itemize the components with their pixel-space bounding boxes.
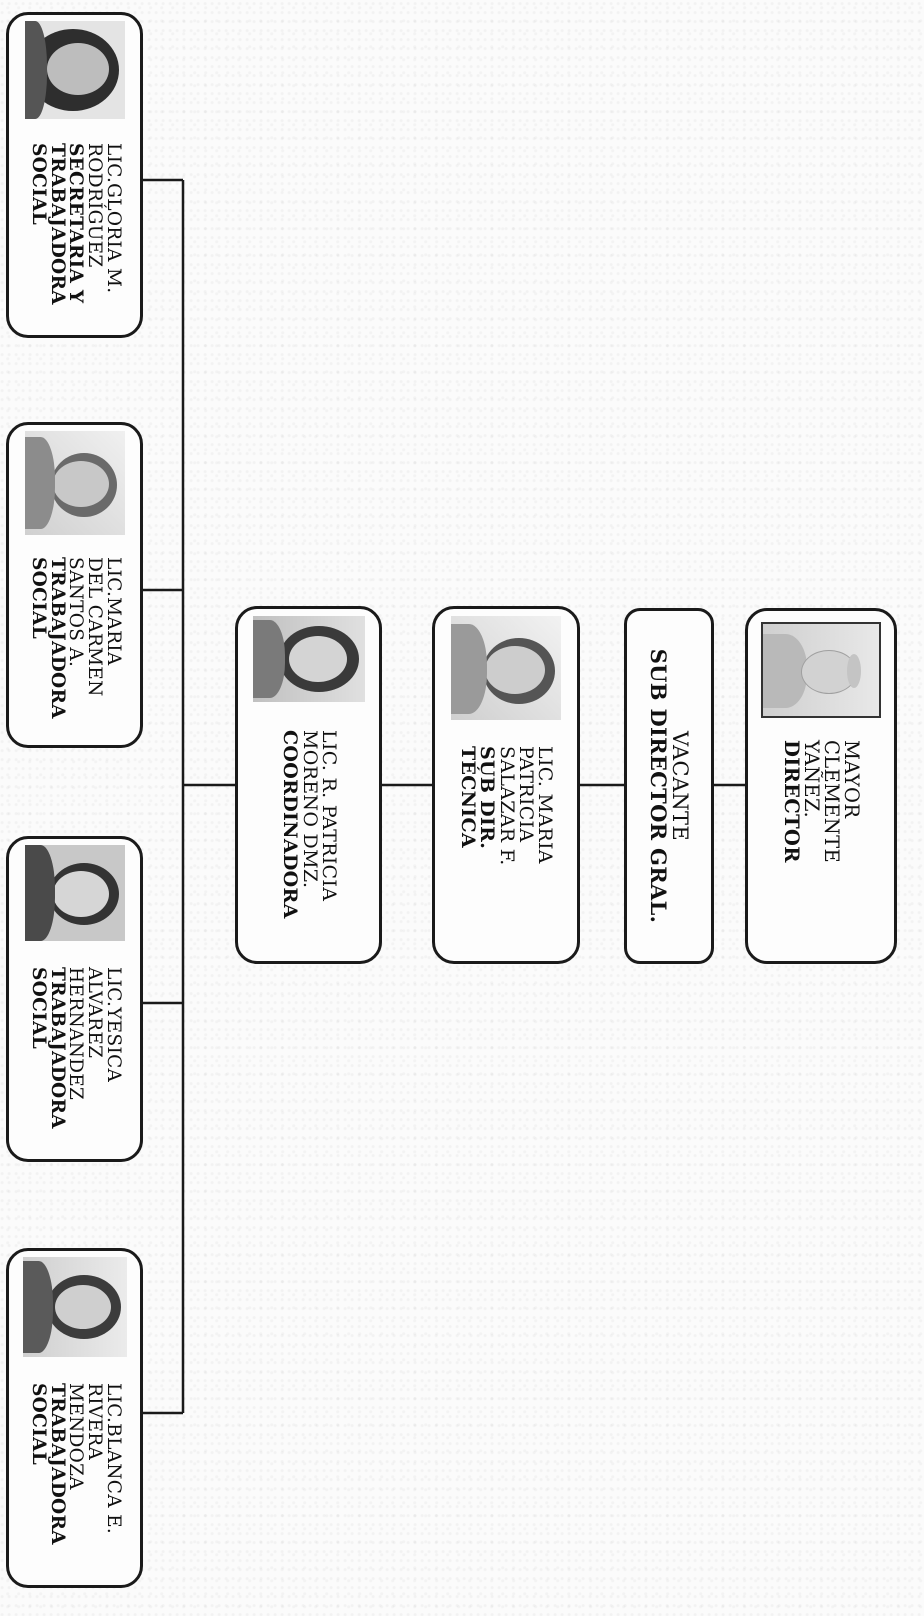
staff-card-maria-del-carmen: LIC.MARIA DEL CARMEN SANTOS A. TRABAJADO… [6, 422, 143, 748]
maria-del-carmen-title-1: TRABAJADORA [46, 557, 68, 719]
maria-del-carmen-line-1: LIC.MARIA [102, 557, 124, 666]
sub-director-gral-text: VACANTE SUB DIRECTOR GRAL. [646, 618, 693, 954]
gloria-line-1: LIC.GLORIA M. [102, 143, 124, 294]
blanca-title-2: SOCIAL [27, 1383, 49, 1466]
director-card: MAYOR CLEMENTE YAÑEZ. DIRECTOR [745, 608, 897, 964]
sub-director-gral-title: SUB DIRECTOR GRAL. [646, 648, 671, 924]
maria-del-carmen-line-3: SANTOS A. [64, 557, 86, 668]
director-photo [761, 622, 881, 718]
director-text: MAYOR CLEMENTE YAÑEZ. DIRECTOR [780, 732, 863, 954]
sub-director-gral-card: VACANTE SUB DIRECTOR GRAL. [624, 608, 714, 964]
sub-dir-tecnica-line-2: PATRICIA [515, 746, 538, 843]
yesica-title-1: TRABAJADORA [46, 967, 68, 1129]
staff-card-yesica: LIC.YESICA ALVAREZ HERNANDEZ TRABAJADORA… [6, 836, 143, 1162]
gloria-photo [24, 21, 125, 119]
yesica-title-2: SOCIAL [27, 967, 49, 1050]
sub-dir-tecnica-title-2: TÉCNICA [456, 746, 479, 848]
blanca-line-1: LIC.BLANCA E. [102, 1383, 124, 1535]
maria-del-carmen-line-2: DEL CARMEN [83, 557, 105, 697]
sub-dir-tecnica-line-3: SALAZAR F. [495, 746, 518, 866]
gloria-title-1: SECRETARIA Y [64, 143, 86, 304]
sub-dir-tecnica-card: LIC. MARIA PATRICIA SALAZAR F. SUB DIR. … [432, 606, 580, 964]
gloria-line-2: RODRÍGUEZ [83, 143, 105, 268]
yesica-photo [24, 845, 125, 941]
yesica-line-1: LIC.YESICA [102, 967, 124, 1083]
coordinadora-line-1: LIC. R. PATRICIA [317, 730, 340, 902]
blanca-line-3: MENDOZA [64, 1383, 86, 1490]
director-line-3: YAÑEZ. [800, 740, 823, 818]
sub-dir-tecnica-title-1: SUB DIR. [476, 746, 499, 850]
yesica-text: LIC.YESICA ALVAREZ HERNANDEZ TRABAJADORA… [27, 955, 124, 1153]
gloria-title-3: SOCIAL [27, 143, 49, 226]
blanca-photo [22, 1257, 127, 1357]
blanca-line-2: RIVERA [83, 1383, 105, 1461]
sub-dir-tecnica-line-1: LIC. MARIA [534, 746, 557, 864]
coordinadora-text: LIC. R. PATRICIA MORENO DMZ. COORDINADOR… [278, 716, 340, 954]
coordinadora-line-2: MORENO DMZ. [298, 730, 321, 889]
sub-director-gral-status: VACANTE [668, 731, 693, 841]
blanca-text: LIC.BLANCA E. RIVERA MENDOZA TRABAJADORA… [27, 1371, 124, 1579]
gloria-text: LIC.GLORIA M. RODRÍGUEZ SECRETARIA Y TRA… [27, 133, 124, 329]
maria-del-carmen-title-2: SOCIAL [27, 557, 49, 640]
coordinadora-title: COORDINADORA [278, 730, 301, 919]
gloria-title-2: TRABAJADORA [46, 143, 68, 305]
staff-card-blanca: LIC.BLANCA E. RIVERA MENDOZA TRABAJADORA… [6, 1248, 143, 1588]
maria-del-carmen-photo [24, 431, 125, 535]
coordinadora-card: LIC. R. PATRICIA MORENO DMZ. COORDINADOR… [235, 606, 382, 964]
coordinadora-photo [252, 616, 365, 702]
sub-dir-tecnica-photo [451, 616, 561, 720]
director-title: DIRECTOR [780, 740, 804, 863]
yesica-line-2: ALVAREZ [83, 967, 105, 1059]
sub-dir-tecnica-text: LIC. MARIA PATRICIA SALAZAR F. SUB DIR. … [456, 734, 557, 954]
director-line-2: CLEMENTE [819, 740, 843, 864]
yesica-line-3: HERNANDEZ [64, 967, 86, 1101]
blanca-title-1: TRABAJADORA [46, 1383, 68, 1545]
director-line-1: MAYOR [839, 740, 863, 819]
maria-del-carmen-text: LIC.MARIA DEL CARMEN SANTOS A. TRABAJADO… [27, 549, 124, 739]
staff-card-gloria: LIC.GLORIA M. RODRÍGUEZ SECRETARIA Y TRA… [6, 12, 143, 338]
